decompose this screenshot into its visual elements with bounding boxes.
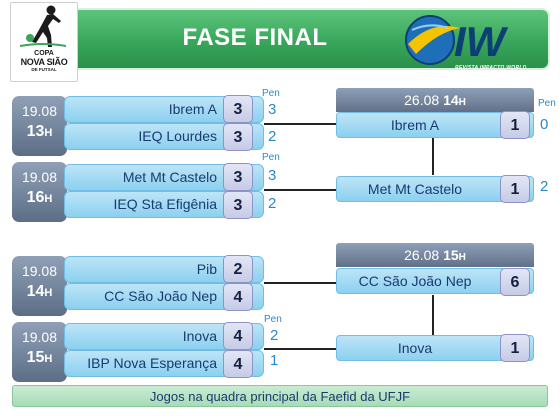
penalty-label: Pen (262, 88, 280, 99)
penalty-score: 0 (540, 116, 549, 133)
score-box: 3 (223, 163, 253, 191)
copa-logo (10, 2, 78, 82)
score-box: 2 (223, 255, 253, 283)
penalty-score: 2 (268, 195, 277, 212)
score-box: 3 (223, 191, 253, 219)
iw-subtitle: REVISTA IMPACTO WORLD (455, 65, 527, 71)
score-box: 4 (223, 283, 253, 311)
iw-logo-icon: IW (405, 15, 509, 65)
penalty-label: Pen (538, 98, 556, 109)
page-title: FASE FINAL (182, 24, 328, 51)
penalty-score: 2 (270, 327, 279, 344)
penalty-score: 3 (268, 101, 277, 118)
penalty-score: 2 (268, 128, 277, 145)
header-banner (16, 8, 550, 70)
score-box: 1 (500, 111, 530, 139)
penalty-label: Pen (262, 152, 280, 163)
penalty-score: 3 (268, 167, 277, 184)
score-box: 4 (223, 322, 253, 350)
svg-text:IW: IW (454, 18, 509, 65)
copa-logo-text: COPA NOVA SIÃO DE FUTSAL (20, 50, 68, 72)
bracket-line (432, 295, 434, 335)
score-box: 6 (500, 268, 530, 296)
score-box: 1 (500, 175, 530, 203)
match-date-box: 19.08 15H (12, 322, 67, 382)
penalty-score: 1 (270, 352, 279, 369)
match-date-box: 19.08 13H (12, 96, 67, 156)
match-date-box: 19.08 14H (12, 256, 67, 316)
bracket-line (264, 348, 336, 350)
bracket-line (264, 123, 336, 125)
bracket-line (264, 189, 336, 191)
score-box: 3 (223, 95, 253, 123)
bracket-line (264, 282, 336, 284)
match-date-box: 19.08 16H (12, 162, 67, 222)
penalty-label: Pen (264, 314, 282, 325)
player-silhouette-icon (19, 5, 67, 47)
footer-note: Jogos na quadra principal da Faefid da U… (12, 385, 548, 407)
score-box: 3 (223, 123, 253, 151)
score-box: 1 (500, 334, 530, 362)
final-date-header: 26.08 14H (336, 88, 534, 112)
bracket-line (432, 137, 434, 175)
final-date-header: 26.08 15H (336, 243, 534, 267)
penalty-score: 2 (540, 178, 549, 195)
score-box: 4 (223, 350, 253, 378)
